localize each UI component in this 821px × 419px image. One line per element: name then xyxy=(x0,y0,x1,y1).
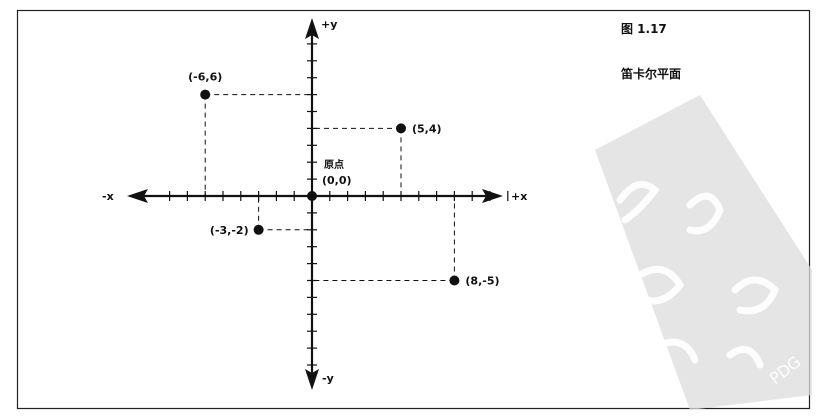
data-points: (-6,6) (5,4) (-3,-2) (8,-5) xyxy=(188,71,499,288)
pos-x-label: +x xyxy=(511,190,527,203)
point-label: (-6,6) xyxy=(188,71,222,84)
data-point xyxy=(449,275,460,286)
data-point xyxy=(253,224,264,235)
neg-x-label: -x xyxy=(102,190,114,203)
watermark-seal: PDG xyxy=(595,95,812,410)
x-axis-arrow-left xyxy=(127,189,148,203)
figure-title: 笛卡尔平面 xyxy=(621,67,682,81)
figure-frame xyxy=(16,9,811,410)
y-axis-arrow-up xyxy=(305,18,319,39)
origin-title: 原点 xyxy=(324,158,344,171)
x-axis-arrow-right xyxy=(482,189,503,203)
figure-number: 图 1.17 xyxy=(621,22,667,36)
point-label: (5,4) xyxy=(412,122,442,135)
origin-coord: (0,0) xyxy=(322,174,352,187)
y-axis-ticks xyxy=(307,43,317,366)
pos-y-label: +y xyxy=(321,18,337,31)
y-axis-arrow-down xyxy=(305,369,319,390)
data-point xyxy=(396,123,406,134)
data-point xyxy=(200,89,211,100)
point-label: (-3,-2) xyxy=(210,224,249,237)
point-label: (8,-5) xyxy=(465,275,499,288)
origin-point xyxy=(307,191,317,201)
neg-y-label: -y xyxy=(322,372,334,385)
